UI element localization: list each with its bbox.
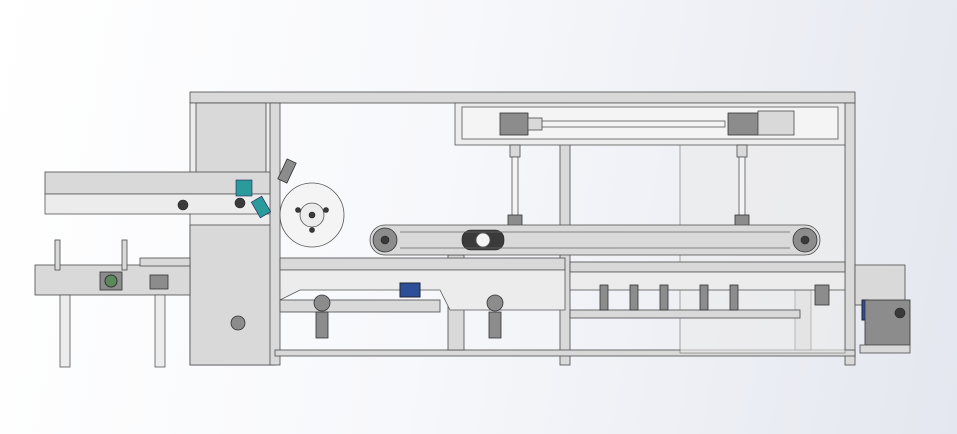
side-cabinet [854, 264, 911, 354]
belt-conveyor [369, 224, 821, 256]
feed-wheel [277, 158, 345, 248]
infeed-conveyor [44, 171, 272, 219]
upper-housing [454, 102, 846, 230]
lower-frame [279, 257, 846, 339]
motor-badge-icon [230, 315, 246, 331]
teal-sensor-icon [235, 179, 253, 197]
outfeed-conveyor-left [34, 239, 191, 368]
